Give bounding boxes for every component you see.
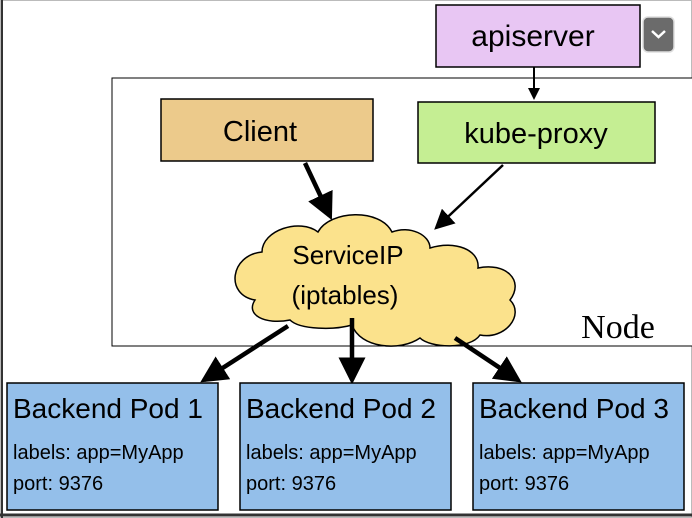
dropdown-button[interactable] [642,16,675,53]
service-ip-cloud: ServiceIP (iptables) [234,214,516,347]
pod-labels: labels: app=MyApp [246,442,417,464]
service-ip-label: ServiceIP [292,240,403,270]
iptables-label: (iptables) [292,280,399,310]
kube-proxy-box: kube-proxy [417,101,656,164]
edge-kube-proxy-service [434,164,504,230]
backend-pod-2: Backend Pod 2 labels: app=MyApp port: 93… [239,382,452,511]
pod-port: port: 9376 [246,473,336,495]
pod-labels: labels: app=MyApp [479,442,650,464]
node-label: Node [581,309,655,346]
edge-service-pod-1 [200,324,290,383]
backend-pod-1: Backend Pod 1 labels: app=MyApp port: 93… [6,382,219,511]
pod-title: Backend Pod 2 [246,393,436,424]
apiserver-label: apiserver [471,20,594,53]
edge-service-pod-3 [453,336,522,383]
pod-title: Backend Pod 3 [479,393,669,424]
chevron-down-icon [651,30,666,39]
kube-proxy-label: kube-proxy [464,118,608,150]
backend-pod-3: Backend Pod 3 labels: app=MyApp port: 93… [472,382,685,511]
pod-port: port: 9376 [479,473,569,495]
pod-port: port: 9376 [13,473,103,495]
pod-title: Backend Pod 1 [13,393,203,424]
client-box: Client [160,98,374,162]
client-label: Client [223,116,297,148]
pod-labels: labels: app=MyApp [13,442,184,464]
edge-client-service [302,162,333,221]
apiserver-box: apiserver [435,4,641,68]
